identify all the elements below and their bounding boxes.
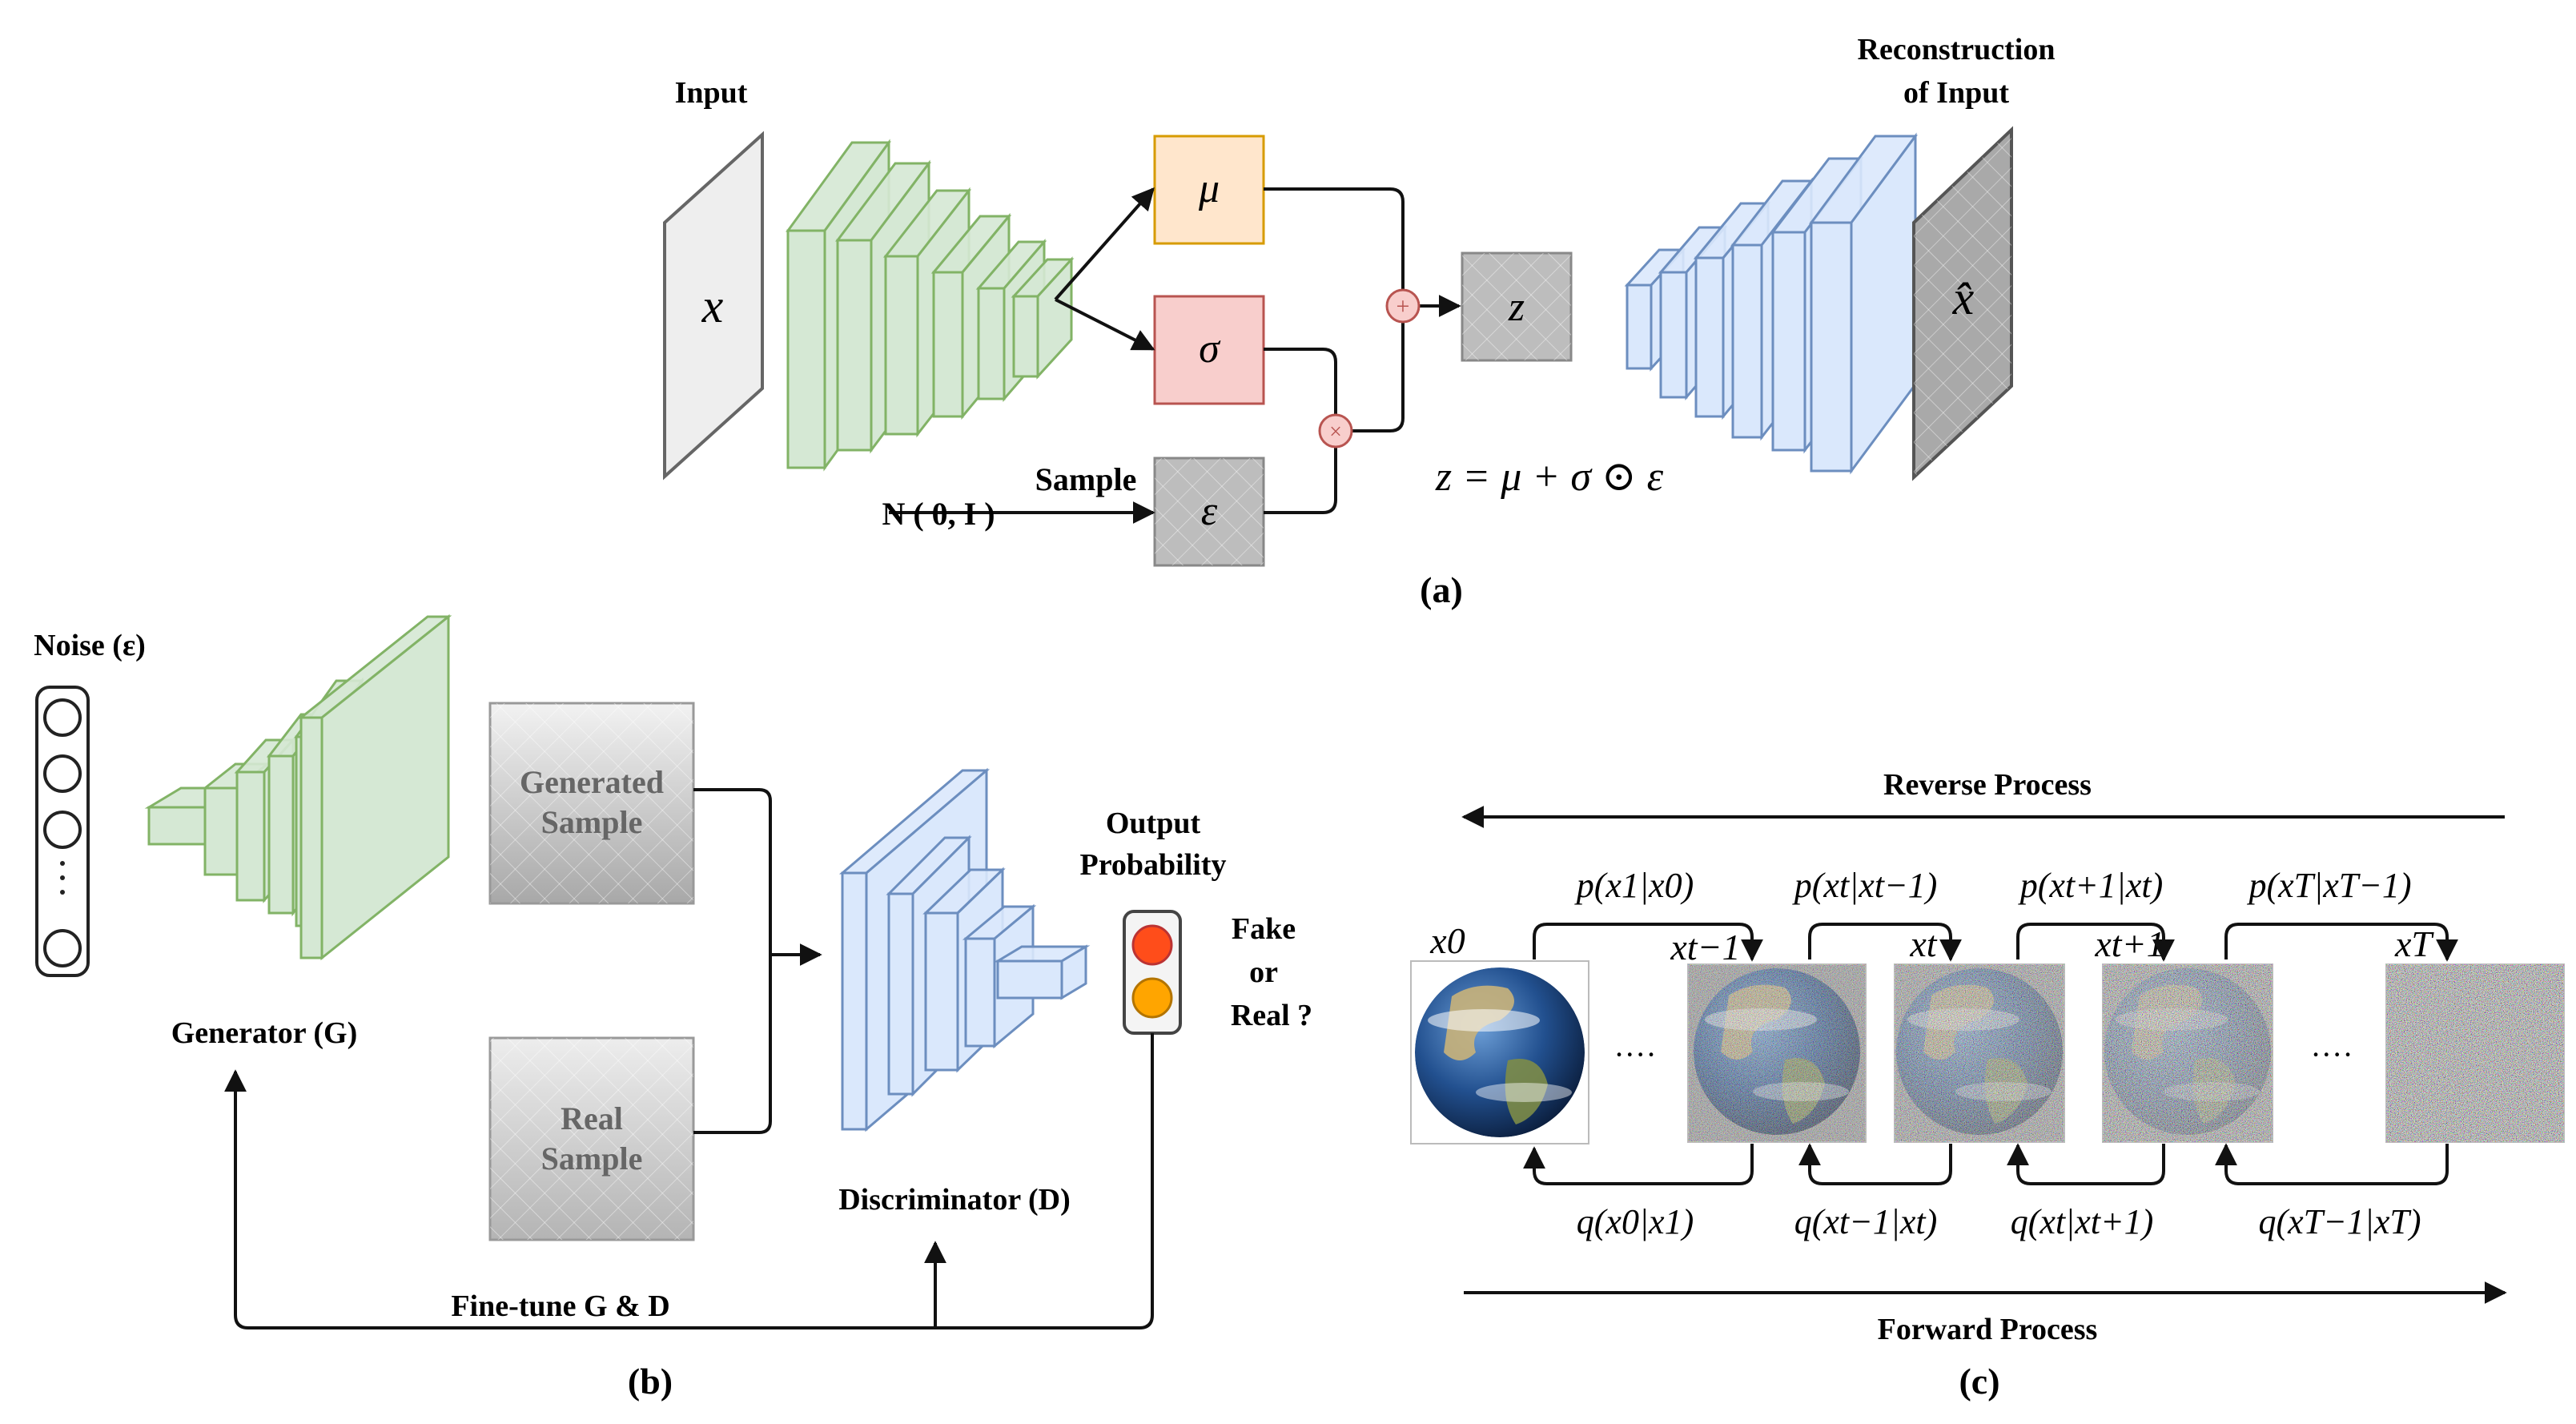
decoder-block	[1624, 132, 1918, 475]
ellipsis-left: ····	[1614, 1036, 1656, 1072]
z-symbol: z	[1508, 284, 1525, 330]
p-label-1: p(x1|x0)	[1574, 866, 1694, 905]
encoder-arrows	[889, 187, 1461, 524]
output-label-line2: Probability	[1080, 848, 1227, 882]
generated-sample-box: Generated Sample	[488, 702, 695, 905]
generated-line1: Generated	[520, 764, 664, 800]
forward-step-arrows	[1523, 1143, 2449, 1185]
generator-layer	[297, 613, 452, 961]
node-label-xt: xt	[1909, 923, 1937, 964]
input-symbol: x	[701, 280, 724, 332]
noise-label: Noise (ε)	[34, 629, 146, 662]
encoder-block	[786, 139, 1075, 472]
forward-process-label: Forward Process	[1878, 1313, 2098, 1346]
real-line2: Sample	[541, 1140, 643, 1177]
times-symbol: ×	[1329, 420, 1342, 444]
sample-label: Sample	[1035, 461, 1137, 497]
panel-c: Reverse Process Forward Process x0 xt−1 …	[1410, 768, 2565, 1402]
generator-block	[144, 613, 452, 961]
reverse-process-label: Reverse Process	[1883, 768, 2092, 802]
fake-light	[1131, 924, 1173, 966]
panel-b: Noise (ε) Generator (G) Generated Sample…	[34, 613, 1312, 1402]
reparam-equation: z = μ + σ ⊙ ε	[1435, 454, 1664, 500]
real-light	[1131, 977, 1173, 1019]
noise-overlay	[1688, 964, 1866, 1142]
input-label: Input	[675, 76, 748, 110]
feedback-loop	[224, 1033, 1154, 1329]
node-label-xt-1: xt−1	[1670, 927, 1740, 967]
noise-unit	[43, 754, 82, 793]
noise-overlay	[2386, 964, 2564, 1142]
fake-or-real-line1: Fake	[1232, 912, 1296, 946]
epsilon-box: ε	[1153, 457, 1265, 567]
sigma-symbol: σ	[1199, 326, 1221, 372]
fake-or-real-line2: or	[1249, 955, 1278, 989]
generator-label: Generator (G)	[171, 1016, 358, 1050]
ellipsis-right: ····	[2310, 1036, 2353, 1072]
noise-overlay	[1895, 964, 2064, 1142]
diffusion-frame	[2102, 963, 2273, 1143]
reverse-step-arrows	[1533, 923, 2458, 962]
p-label-4: p(xT|xT−1)	[2246, 866, 2411, 905]
epsilon-symbol: ε	[1201, 489, 1218, 534]
plus-node: +	[1385, 288, 1421, 324]
mu-symbol: μ	[1198, 166, 1220, 211]
sigma-box: σ	[1153, 295, 1265, 405]
discriminator-block	[838, 767, 1091, 1132]
q-label-3: q(xt|xt+1)	[2011, 1202, 2154, 1241]
noise-overlay	[2103, 964, 2273, 1142]
caption-c: (c)	[1959, 1361, 1999, 1402]
q-label-1: q(x0|x1)	[1577, 1202, 1694, 1241]
noise-vector	[35, 686, 90, 977]
diffusion-frame	[2385, 963, 2565, 1143]
output-indicator	[1123, 910, 1182, 1035]
discriminator-label: Discriminator (D)	[838, 1183, 1071, 1217]
discriminator-layer	[993, 944, 1091, 1000]
caption-a: (a)	[1420, 569, 1463, 610]
sample-connectors	[693, 788, 822, 1134]
caption-b: (b)	[628, 1361, 673, 1402]
recon-symbol: x̂	[1952, 272, 1975, 324]
input-slab: x	[663, 131, 764, 481]
q-label-2: q(xt−1|xt)	[1794, 1202, 1938, 1241]
times-node: ×	[1318, 413, 1353, 449]
real-sample-box: Real Sample	[488, 1036, 695, 1241]
decoder-layer	[1809, 132, 1918, 475]
node-label-x0: x0	[1429, 920, 1465, 961]
output-label-line1: Output	[1106, 807, 1201, 840]
real-line1: Real	[561, 1100, 623, 1136]
q-label-4: q(xT−1|xT)	[2258, 1202, 2421, 1241]
panel-a: Input x μ σ ε z	[663, 33, 2056, 610]
recon-label-line1: Reconstruction	[1858, 33, 2056, 66]
diffusion-frame	[1687, 963, 1867, 1143]
diffusion-frame	[1894, 963, 2065, 1143]
z-box: z	[1461, 251, 1573, 362]
node-label-xT: xT	[2394, 923, 2434, 964]
generated-line2: Sample	[541, 804, 643, 840]
noise-unit	[43, 929, 82, 967]
p-label-2: p(xt|xt−1)	[1792, 866, 1938, 905]
plus-symbol: +	[1397, 293, 1410, 320]
diffusion-frame	[1410, 960, 1589, 1144]
mu-box: μ	[1153, 135, 1265, 245]
noise-unit	[43, 811, 82, 849]
fake-or-real-line3: Real ?	[1231, 999, 1312, 1032]
p-label-3: p(xt+1|xt)	[2018, 866, 2164, 905]
prior-label: N ( 0, I )	[882, 496, 995, 532]
diffusion-frames	[1410, 960, 2565, 1144]
noise-unit	[43, 698, 82, 737]
finetune-label: Fine-tune G & D	[451, 1289, 669, 1323]
recon-label-line2: of Input	[1903, 76, 2009, 110]
node-label-xt+1: xt+1	[2094, 923, 2164, 964]
reconstruction-slab: x̂	[1912, 126, 2013, 481]
earth-image	[1415, 967, 1585, 1137]
